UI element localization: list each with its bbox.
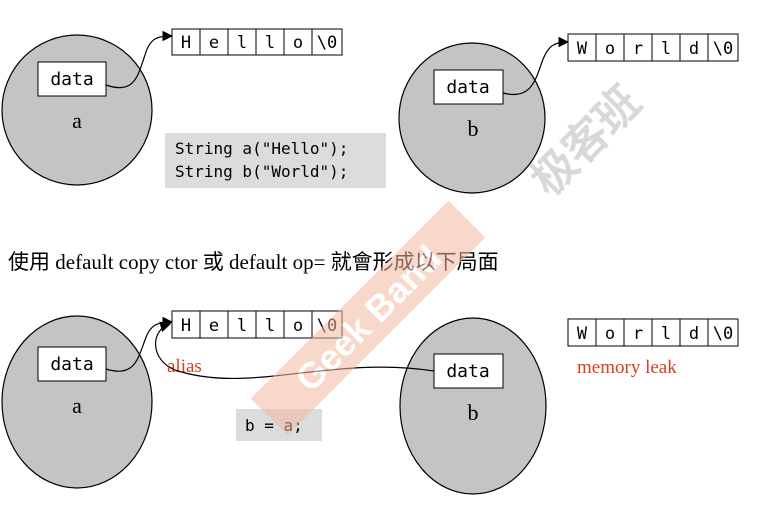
top-string-b-char-2: r [633,39,643,59]
bottom-string-a-char-4: o [293,316,303,336]
bottom-object-b-name: b [468,400,479,425]
top-string-b-char-3: l [661,39,671,59]
top-string-b-char-4: d [689,39,699,59]
top-a-pointer-arrow [105,30,174,89]
top-string-a-char-1: e [209,33,219,53]
top-object-a-field-box [37,61,107,97]
bottom-object-b: data b [399,317,547,495]
bottom-object-a-name: a [72,393,82,418]
bottom-string-b-char-2: r [633,324,643,344]
top-string-a-char-3: l [265,33,275,53]
top-string-b-char-0: W [577,39,588,59]
top-string-b-char-5: \0 [713,39,733,59]
bottom-string-b: W o r l d \0 [567,318,739,347]
alias-label: alias [167,356,202,377]
top-string-a: H e l l o \0 [171,28,343,56]
bottom-string-b-char-3: l [661,324,671,344]
top-code-line-1: String b("World"); [175,162,348,181]
top-object-a-field: data [50,69,93,90]
bottom-string-b-char-5: \0 [713,324,733,344]
top-object-a: data a [1,34,153,186]
bottom-object-a: data a [1,315,153,489]
bottom-string-a-char-2: l [237,316,247,336]
top-object-b: data b [398,42,546,194]
top-string-a-char-4: o [293,33,303,53]
top-string-b: W o r l d \0 [567,33,739,62]
top-object-b-field-box [433,69,504,105]
watermark-band [250,200,486,436]
bottom-string-b-char-1: o [605,324,615,344]
top-code-box: String a("Hello"); String b("World"); [165,133,386,188]
top-string-b-char-1: o [605,39,615,59]
bottom-string-a-char-0: H [181,316,191,336]
bottom-string-a-char-1: e [209,316,219,336]
bottom-string-b-char-4: d [689,324,699,344]
bottom-object-a-field: data [50,354,93,375]
top-scene: data a H e l l o \0 String a("Hello"); S… [1,28,739,194]
top-string-a-char-2: l [237,33,247,53]
bottom-object-a-field-box [37,346,107,382]
bottom-string-b-char-0: W [577,324,588,344]
memory-leak-label: memory leak [577,357,677,378]
bottom-object-b-field: data [446,361,489,382]
bottom-b-alias-arrow [155,321,435,380]
top-b-pointer-arrow [502,36,570,96]
top-code-line-0: String a("Hello"); [175,139,348,158]
top-object-b-name: b [468,116,479,141]
top-string-a-char-0: H [181,33,191,53]
top-string-a-char-5: \0 [317,33,337,53]
bottom-string-a-char-3: l [265,316,275,336]
top-object-a-name: a [72,108,82,133]
top-object-b-field: data [446,77,489,98]
